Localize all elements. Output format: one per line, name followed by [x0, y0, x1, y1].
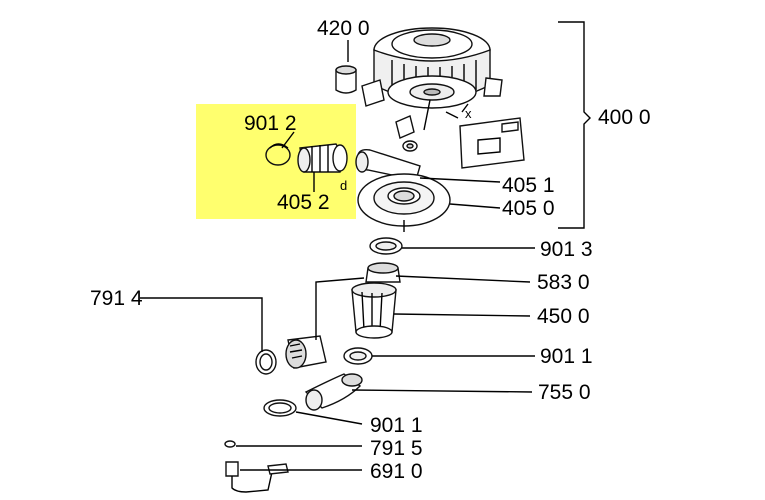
label-405-2: 405 2: [277, 191, 330, 214]
label-791-5: 791 5: [370, 437, 423, 460]
label-d: d: [340, 178, 347, 193]
capacitor-part: [335, 65, 357, 94]
label-791-4: 791 4: [90, 287, 143, 310]
assembly-bracket: [558, 21, 591, 229]
label-901-2: 901 2: [244, 112, 297, 135]
label-583-0: 583 0: [537, 271, 590, 294]
label-405-1: 405 1: [502, 174, 555, 197]
label-400-0: 400 0: [598, 106, 651, 129]
label-901-1-lower: 901 1: [370, 414, 423, 437]
label-755-0: 755 0: [538, 381, 591, 404]
label-405-0: 405 0: [502, 197, 555, 220]
label-x: x: [465, 106, 472, 121]
pump-housing-drawing: [355, 149, 451, 232]
lower-parts-drawing: [224, 237, 403, 493]
motor-drawing: [335, 27, 525, 169]
label-420-0: 420 0: [317, 17, 370, 40]
label-901-1-upper: 901 1: [540, 345, 593, 368]
label-450-0: 450 0: [537, 305, 590, 328]
leader-lines: [140, 40, 535, 471]
label-901-3: 901 3: [540, 238, 593, 261]
highlighted-parts-drawing: [265, 143, 348, 173]
label-691-0: 691 0: [370, 460, 423, 483]
